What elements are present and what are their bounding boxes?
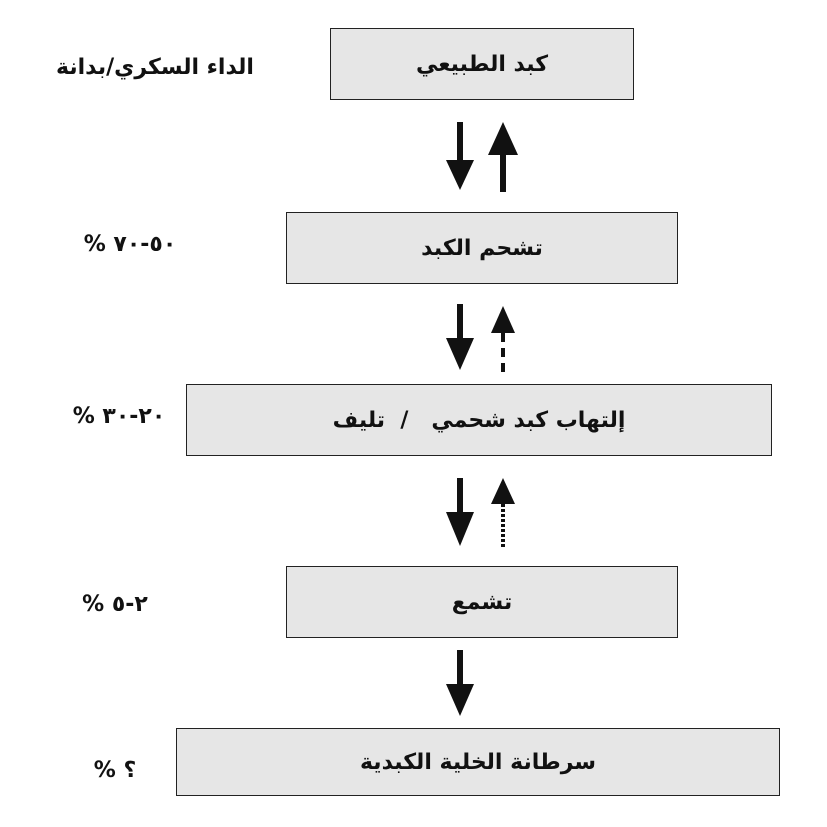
rate-label-nash: ٢٠-٣٠ %	[72, 404, 166, 429]
rate-label-cirrhosis: ٢-٥ %	[82, 592, 148, 617]
stage-box-nash-fibrosis: إلتهاب كبد شحمي / تليف	[186, 384, 772, 456]
reverse-arrow-nash-to-steatosis-dashed	[491, 306, 515, 378]
rate-label-hcc: ؟ %	[93, 758, 137, 783]
stage-box-hcc: سرطانة الخلية الكبدية	[176, 728, 780, 796]
forward-arrow-steatosis-to-nash	[446, 304, 474, 370]
stage-label-normal-liver: كبد الطبيعي	[416, 51, 549, 77]
risk-factors-label: الداء السكري/بدانة	[56, 55, 254, 80]
stage-box-cirrhosis: تشمع	[286, 566, 678, 638]
forward-arrow-nash-to-cirrhosis	[446, 478, 474, 546]
stage-label-steatosis: تشحم الكبد	[421, 235, 543, 261]
rate-label-steatosis: ٥٠-٧٠ %	[83, 232, 177, 257]
reverse-arrow-steatosis-to-normal	[488, 122, 518, 192]
forward-arrow-normal-to-steatosis	[446, 122, 474, 190]
stage-label-hcc: سرطانة الخلية الكبدية	[359, 749, 597, 775]
stage-box-normal-liver: كبد الطبيعي	[330, 28, 634, 100]
reverse-arrow-cirrhosis-to-nash-dotted	[491, 478, 515, 548]
stage-label-nash-fibrosis: إلتهاب كبد شحمي / تليف	[332, 407, 626, 433]
stage-label-cirrhosis: تشمع	[451, 589, 513, 615]
stage-box-steatosis: تشحم الكبد	[286, 212, 678, 284]
forward-arrow-cirrhosis-to-hcc	[446, 650, 474, 716]
